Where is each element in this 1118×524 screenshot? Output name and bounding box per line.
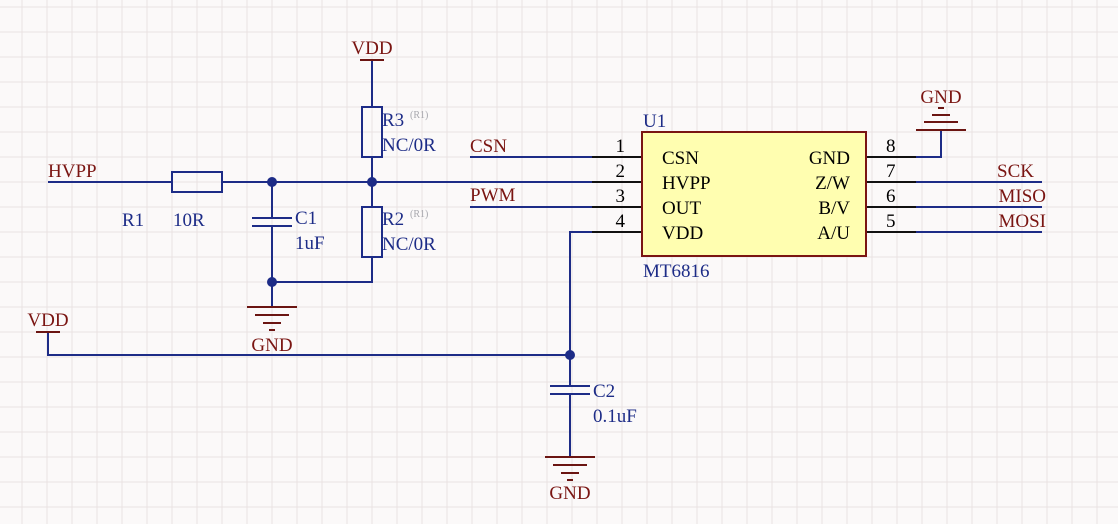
c2-designator: C2 bbox=[593, 381, 615, 402]
u1-pin3-number: 3 bbox=[616, 186, 626, 207]
u1-pin1-name: CSN bbox=[662, 148, 699, 169]
r3-resistor-body bbox=[361, 106, 383, 158]
vdd-left-label: VDD bbox=[27, 310, 68, 331]
r3-value: NC/0R bbox=[382, 135, 436, 156]
u1-body bbox=[641, 131, 867, 257]
gnd-c1-label: GND bbox=[251, 335, 292, 356]
u1-pin1-number: 1 bbox=[616, 136, 626, 157]
gnd-u1-label: GND bbox=[920, 87, 961, 108]
u1-pin8-name: GND bbox=[809, 148, 850, 169]
u1-chip bbox=[592, 131, 916, 257]
vdd-top-label: VDD bbox=[351, 38, 392, 59]
u1-pin2-name: HVPP bbox=[662, 173, 711, 194]
pwm-net-label: PWM bbox=[470, 185, 516, 206]
u1-pin6-name: B/V bbox=[818, 198, 850, 219]
u1-pin4-number: 4 bbox=[616, 211, 626, 232]
junction-vdd-c2 bbox=[565, 350, 575, 360]
sck-net-label: SCK bbox=[997, 161, 1034, 182]
u1-pin4-name: VDD bbox=[662, 223, 703, 244]
u1-pin7-number: 7 bbox=[886, 161, 896, 182]
c1-capacitor bbox=[252, 217, 292, 227]
u1-part-number: MT6816 bbox=[643, 261, 710, 282]
c2-capacitor bbox=[550, 385, 590, 395]
c1-value: 1uF bbox=[295, 233, 325, 254]
mosi-net-label: MOSI bbox=[998, 211, 1046, 232]
gnd-c2-label: GND bbox=[549, 483, 590, 504]
r2-suffix: (R1) bbox=[410, 209, 428, 220]
u1-pin2-number: 2 bbox=[616, 161, 626, 182]
junction-c1-bottom bbox=[267, 277, 277, 287]
wire-r2-to-c1-bottom bbox=[272, 256, 373, 283]
u1-designator: U1 bbox=[643, 111, 666, 132]
r2-value: NC/0R bbox=[382, 234, 436, 255]
gnd-u1-symbol bbox=[916, 107, 966, 131]
u1-pin7-name: Z/W bbox=[815, 173, 850, 194]
u1-pin8-number: 8 bbox=[886, 136, 896, 157]
u1-pin6-number: 6 bbox=[886, 186, 896, 207]
junction-c1-node bbox=[267, 177, 277, 187]
u1-pin5-name: A/U bbox=[817, 223, 850, 244]
r2-designator: R2 bbox=[382, 209, 404, 230]
csn-net-label: CSN bbox=[470, 136, 507, 157]
wire-vdd-left bbox=[47, 332, 570, 356]
r2-resistor-body bbox=[361, 206, 383, 258]
r1-value: 10R bbox=[173, 210, 205, 231]
c1-designator: C1 bbox=[295, 208, 317, 229]
r3-designator: R3 bbox=[382, 110, 404, 131]
u1-pin3-name: OUT bbox=[662, 198, 701, 219]
gnd-c2-symbol bbox=[545, 456, 595, 481]
gnd-c1-symbol bbox=[247, 306, 297, 331]
wire-u1-vdd bbox=[569, 231, 642, 386]
hvpp-net-label: HVPP bbox=[48, 161, 97, 182]
r3-suffix: (R1) bbox=[410, 110, 428, 121]
r1-designator: R1 bbox=[122, 210, 144, 231]
r1-resistor-body bbox=[171, 171, 223, 193]
c2-value: 0.1uF bbox=[593, 406, 637, 427]
miso-net-label: MISO bbox=[998, 186, 1046, 207]
wire-gnd-u1 bbox=[866, 130, 942, 158]
u1-pin5-number: 5 bbox=[886, 211, 896, 232]
junction-r-node bbox=[367, 177, 377, 187]
